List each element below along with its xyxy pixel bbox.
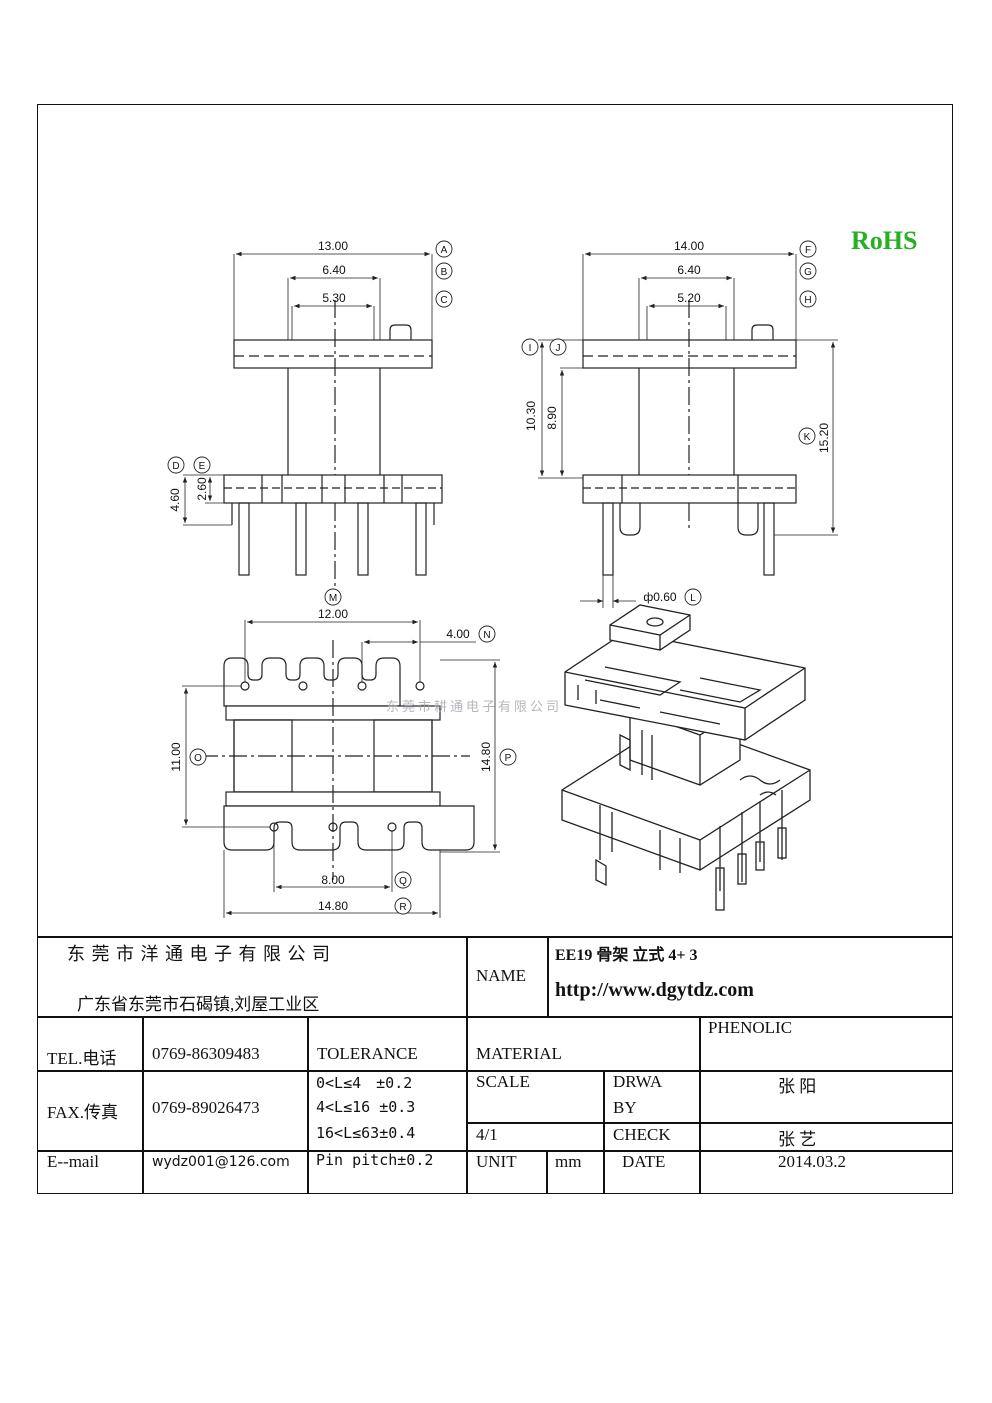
dim-11-00: 11.00 xyxy=(169,742,183,771)
dim-2-60: 2.60 xyxy=(195,477,209,501)
name-label: NAME xyxy=(476,966,527,985)
isometric-view xyxy=(561,604,811,911)
dim-4-00: 4.00 xyxy=(446,627,470,641)
fax-value: 0769-89026473 xyxy=(152,1098,260,1117)
dim-5-20: 5.20 xyxy=(677,291,701,305)
rohs-mark: RoHS xyxy=(851,226,918,255)
dim-15-20: 15.20 xyxy=(817,423,831,453)
dim-14-00: 14.00 xyxy=(674,239,704,253)
label-o: O xyxy=(194,753,202,764)
label-d: D xyxy=(172,461,179,472)
material-label: MATERIAL xyxy=(476,1044,562,1063)
dim-pin-diameter: ф0.60 xyxy=(643,590,677,604)
watermark: 东莞市耕通电子有限公司 xyxy=(386,700,563,715)
label-r: R xyxy=(399,902,406,913)
dim-6-40-front: 6.40 xyxy=(322,263,346,277)
dim-14-80-horizontal: 14.80 xyxy=(318,899,348,913)
tolerance-label: TOLERANCE xyxy=(317,1044,418,1063)
label-l: L xyxy=(690,593,696,604)
website-link[interactable]: http://www.dgytdz.com xyxy=(555,979,754,1001)
label-j: J xyxy=(556,343,561,354)
date-label: DATE xyxy=(622,1152,666,1171)
label-q: Q xyxy=(399,876,407,887)
material-value: PHENOLIC xyxy=(708,1018,793,1037)
label-c: C xyxy=(440,295,447,306)
tolerance-range-3: 16<L≤63±0.4 xyxy=(316,1124,416,1142)
company-name: 东 莞 市 洋 通 电 子 有 限 公 司 xyxy=(67,944,331,964)
label-g: G xyxy=(804,267,812,278)
label-n: N xyxy=(483,630,490,641)
drawn-by-label-line1: DRWA xyxy=(613,1072,663,1091)
label-k: K xyxy=(804,432,811,443)
unit-value: mm xyxy=(555,1152,582,1171)
dim-5-30: 5.30 xyxy=(322,291,346,305)
dim-12-00: 12.00 xyxy=(318,607,348,621)
tel-value: 0769-86309483 xyxy=(152,1044,260,1063)
label-i: I xyxy=(529,343,532,354)
title-block: 东 莞 市 洋 通 电 子 有 限 公 司 广东省东莞市石碣镇,刘屋工业区 NA… xyxy=(37,936,953,1194)
label-f: F xyxy=(805,245,811,256)
unit-label: UNIT xyxy=(476,1152,517,1171)
scale-value: 4/1 xyxy=(476,1125,498,1144)
drawing-frame xyxy=(37,104,953,1194)
dim-10-30: 10.30 xyxy=(524,401,538,431)
tolerance-range-1: 0<L≤4 ±0.2 xyxy=(316,1074,413,1092)
email-value[interactable]: wydz001@126.com xyxy=(152,1154,290,1170)
fax-label: FAX.传真 xyxy=(47,1103,118,1122)
email-label: E--mail xyxy=(47,1152,99,1171)
scale-label: SCALE xyxy=(476,1072,530,1091)
label-b: B xyxy=(441,267,448,278)
part-name: EE19 骨架 立式 4+ 3 xyxy=(555,947,698,964)
check-value: 张 艺 xyxy=(778,1130,817,1149)
company-address: 广东省东莞市石碣镇,刘屋工业区 xyxy=(77,995,320,1014)
dim-6-40-side: 6.40 xyxy=(677,263,701,277)
dim-8-90: 8.90 xyxy=(545,406,559,430)
label-a: A xyxy=(441,245,448,256)
side-view xyxy=(538,251,838,608)
dim-8-00: 8.00 xyxy=(321,873,345,887)
tolerance-pin-pitch: Pin pitch±0.2 xyxy=(316,1151,434,1169)
drawn-by-label-line2: BY xyxy=(613,1098,637,1117)
tel-label: TEL.电话 xyxy=(47,1049,117,1068)
bottom-view xyxy=(182,619,500,918)
dim-14-80-vertical: 14.80 xyxy=(479,742,493,772)
front-view xyxy=(182,251,443,590)
dim-4-60: 4.60 xyxy=(168,488,182,512)
label-h: H xyxy=(804,295,811,306)
label-p: P xyxy=(505,753,512,764)
dim-13-00: 13.00 xyxy=(318,239,348,253)
label-m: M xyxy=(329,593,337,604)
date-value: 2014.03.2 xyxy=(778,1152,846,1171)
check-label: CHECK xyxy=(613,1125,671,1144)
drawn-by-value: 张 阳 xyxy=(778,1077,817,1096)
tolerance-range-2: 4<L≤16 ±0.3 xyxy=(316,1098,416,1116)
label-e: E xyxy=(199,461,206,472)
